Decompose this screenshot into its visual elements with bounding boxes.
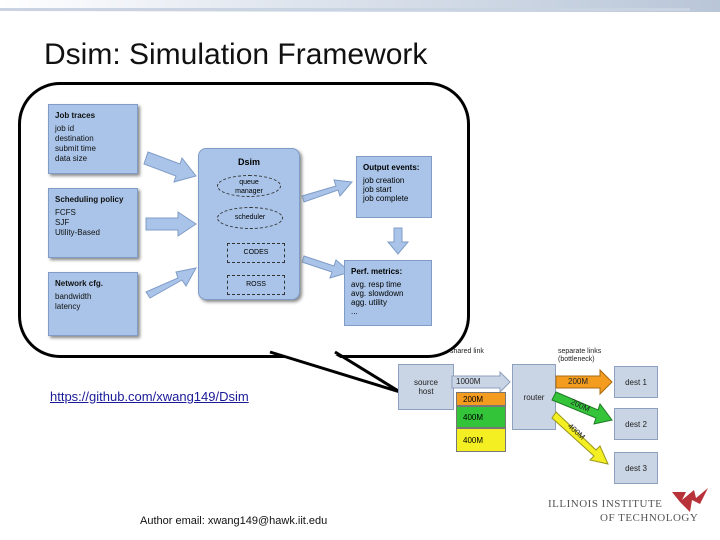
perf-metrics-doc: Perf. metrics: avg. resp time avg. slowd… — [344, 260, 432, 326]
scheduling-policy-title: Scheduling policy — [55, 195, 124, 204]
arrow-network — [145, 267, 197, 299]
allocation-bar-green: 400M — [456, 406, 506, 428]
perf-metrics-title: Perf. metrics: — [351, 267, 403, 276]
output-events-line: job start — [363, 185, 392, 194]
job-traces-title: Job traces — [55, 111, 96, 120]
link-label-dest1: 200M — [568, 377, 589, 386]
shared-bandwidth-label: 1000M — [456, 377, 481, 386]
job-traces-line: job id — [55, 124, 75, 133]
network-cfg-line: latency — [55, 302, 81, 311]
job-traces-line: destination — [55, 134, 94, 143]
scheduler-ellipse: scheduler — [217, 207, 283, 229]
job-traces-box: Job traces job id destination submit tim… — [48, 104, 138, 174]
scheduling-policy-line: FCFS — [55, 208, 76, 217]
github-link[interactable]: https://github.com/xwang149/Dsim — [50, 389, 249, 404]
slide-title: Dsim: Simulation Framework — [44, 38, 428, 71]
link-arrow-dest1 — [555, 368, 613, 396]
network-cfg-title: Network cfg. — [55, 279, 104, 288]
shared-link-label: shared link — [450, 348, 484, 355]
output-events-line: job complete — [363, 194, 409, 203]
source-host-line: host — [418, 387, 434, 396]
queue-manager-ellipse: queue manager — [217, 175, 281, 197]
link-arrow-dest2 — [551, 391, 613, 425]
arrow-dsim-to-output — [301, 179, 353, 203]
allocation-bar-orange: 200M — [456, 392, 506, 406]
separate-links-line: (bottleneck) — [558, 356, 595, 363]
job-traces-line: submit time — [55, 144, 96, 153]
output-events-doc: Output events: job creation job start jo… — [356, 156, 432, 218]
dest-1-node: dest 1 — [614, 366, 658, 398]
arrow-output-to-metrics — [386, 227, 410, 255]
queue-manager-line: manager — [235, 188, 263, 195]
perf-metrics-line: avg. slowdown — [351, 289, 404, 298]
perf-metrics-line: ... — [351, 307, 358, 316]
router-node: router — [512, 364, 556, 430]
scheduling-policy-line: SJF — [55, 218, 70, 227]
job-traces-line: data size — [55, 154, 88, 163]
scheduling-policy-line: Utility-Based — [55, 228, 100, 237]
top-rule — [0, 8, 690, 11]
iit-logo-icon — [672, 488, 708, 512]
ross-block: ROSS — [227, 275, 285, 295]
separate-links-line: separate links — [558, 348, 602, 355]
network-cfg-line: bandwidth — [55, 292, 92, 301]
allocation-bar-yellow: 400M — [456, 428, 506, 452]
output-events-title: Output events: — [363, 163, 420, 172]
dest-3-node: dest 3 — [614, 452, 658, 484]
arrow-job-traces — [143, 151, 197, 183]
dsim-title: Dsim — [237, 157, 260, 167]
dsim-core-box: Dsim queue manager scheduler CODES ROSS — [198, 148, 300, 300]
logo-text-line1: ILLINOIS INSTITUTE — [548, 498, 663, 510]
arrow-scheduling — [145, 211, 197, 237]
scheduling-policy-box: Scheduling policy FCFS SJF Utility-Based — [48, 188, 138, 258]
author-email: Author email: xwang149@hawk.iit.edu — [140, 515, 328, 527]
perf-metrics-line: agg. utility — [351, 298, 388, 307]
logo-text-line2: OF TECHNOLOGY — [600, 512, 699, 524]
codes-block: CODES — [227, 243, 285, 263]
output-events-line: job creation — [363, 176, 405, 185]
dest-2-node: dest 2 — [614, 408, 658, 440]
link-arrow-dest3 — [551, 411, 609, 465]
separate-links-label: separate links (bottleneck) — [558, 348, 601, 364]
perf-metrics-line: avg. resp time — [351, 280, 402, 289]
network-cfg-box: Network cfg. bandwidth latency — [48, 272, 138, 336]
queue-manager-line: queue — [239, 179, 259, 186]
arrow-dsim-to-metrics — [301, 255, 352, 279]
source-host-line: source — [413, 378, 438, 387]
